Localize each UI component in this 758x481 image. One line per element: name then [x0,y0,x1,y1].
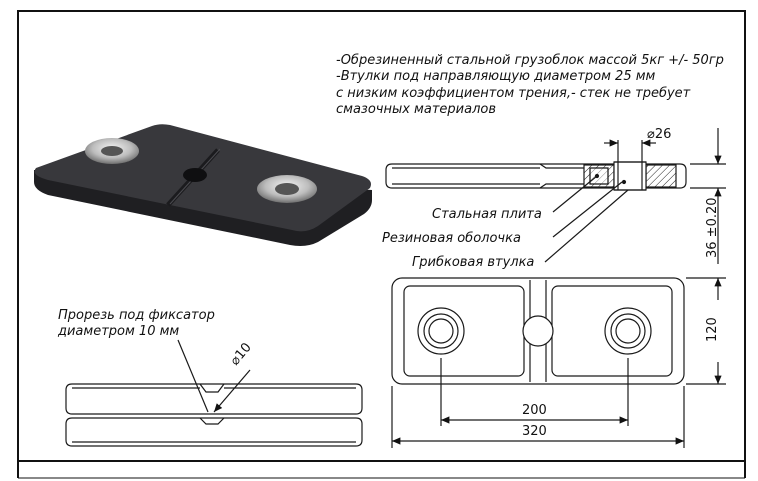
rubber-shell-callout: Резиновая оболочка [382,231,521,246]
hole-spacing-label: 200 [522,403,547,418]
note-line-1: -Обрезиненный стальной грузоблок массой … [336,53,724,68]
note-line-4: смазочных материалов [336,102,496,117]
slot-callout-line-2: диаметром 10 мм [57,324,179,339]
bore-diameter-label: ⌀26 [647,127,671,142]
bushing-callout: Грибковая втулка [412,255,534,270]
note-line-3: с низким коэффициентом трения,- стек не … [336,86,691,101]
slot-callout-line-1: Прорезь под фиксатор [58,308,215,323]
height-dimension-label: 36 ±0.20 [705,197,720,258]
note-line-2: -Втулки под направляющую диаметром 25 мм [336,69,656,84]
length-dimension-label: 320 [522,424,547,439]
steel-plate-callout: Стальная плита [432,207,542,222]
side-section-view [385,128,726,264]
general-notes: -Обрезиненный стальной грузоблок массой … [336,53,724,117]
plan-view [391,277,726,448]
width-dimension-label: 120 [705,317,720,342]
stacked-side-view [65,339,363,447]
slot-diameter-label: ⌀10 [228,340,255,368]
weight-block-3d-render [34,124,372,246]
